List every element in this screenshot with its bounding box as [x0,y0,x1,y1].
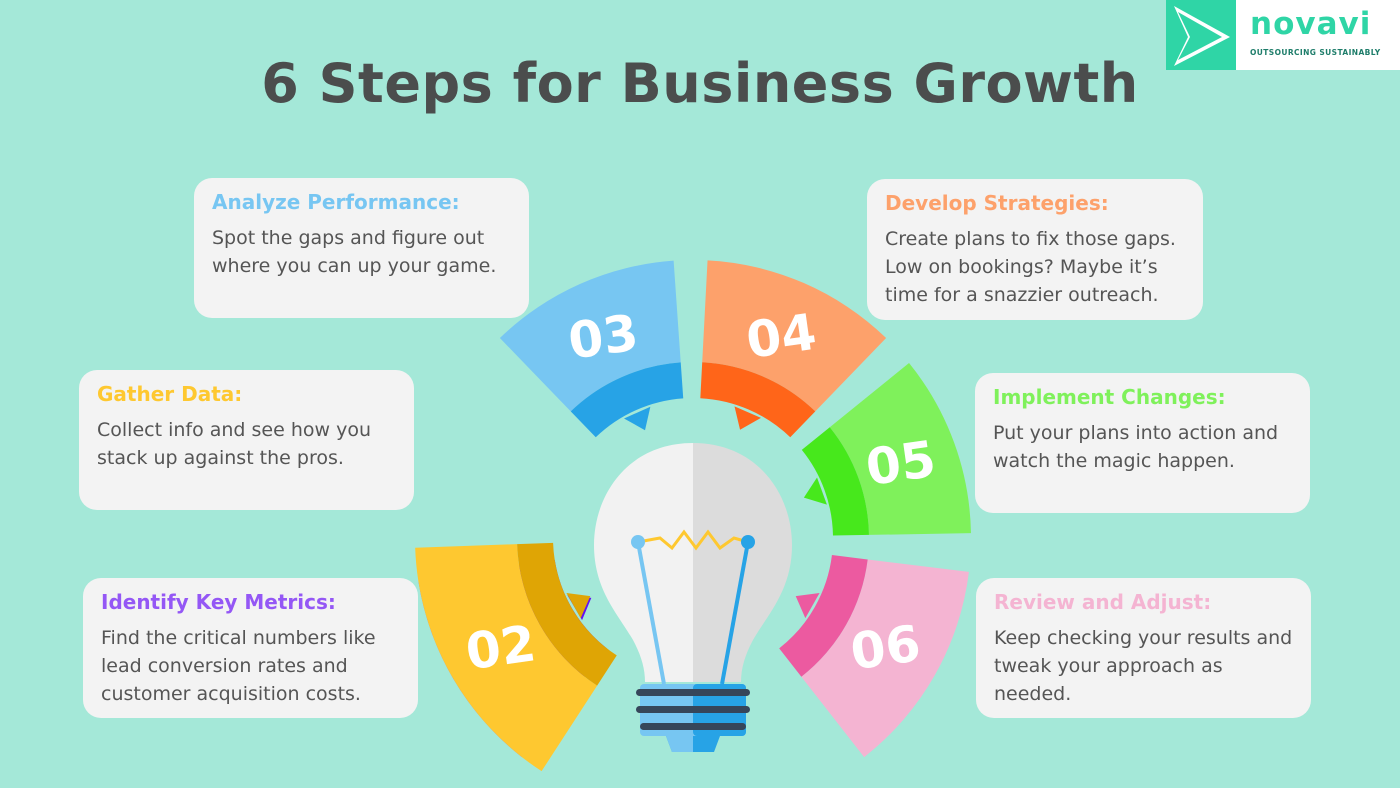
arrow-logo-icon [1166,0,1236,70]
step-card-05: Implement Changes: Put your plans into a… [975,373,1310,513]
step-pointer-03 [624,406,651,431]
step-heading-02: Gather Data: [97,382,243,406]
step-heading-06: Review and Adjust: [994,590,1212,614]
step-heading-05: Implement Changes: [993,385,1226,409]
step-number-05: 05 [862,430,939,497]
step-text-03: Spot the gaps and figure out where you c… [212,227,497,277]
step-card-06: Review and Adjust: Keep checking your re… [976,578,1311,718]
step-segment-06 [801,559,969,758]
step-pointer-02 [566,593,591,619]
step-segment-inner-03 [570,362,684,438]
step-number-04: 04 [743,303,820,370]
step-text-05: Put your plans into action and watch the… [993,422,1279,472]
step-text-02: Collect info and see how you stack up ag… [97,419,372,469]
step-segment-04 [702,260,887,412]
step-number-06: 06 [847,614,924,681]
step-pointer-04 [734,406,761,430]
step-card-04: Develop Strategies: Create plans to fix … [867,179,1203,320]
step-segment-inner-06 [779,555,868,677]
step-text-06: Keep checking your results and tweak you… [994,627,1293,705]
step-segment-03 [499,260,681,412]
step-text-04: Create plans to fix those gaps. Low on b… [885,228,1176,306]
step-text-01: Find the critical numbers like lead conv… [101,627,376,705]
step-segment-02 [415,544,598,772]
step-heading-01: Identify Key Metrics: [101,590,336,614]
page-title: 6 Steps for Business Growth [261,52,1139,115]
step-segment-inner-05 [801,427,869,536]
step-pointer-06 [795,593,820,619]
step-card-03: Analyze Performance: Spot the gaps and f… [194,178,529,318]
lightbulb-icon [594,443,792,752]
novavi-logo: novavi OUTSOURCING SUSTAINABLY [1166,0,1400,70]
step-card-02: Gather Data: Collect info and see how yo… [79,370,414,510]
step-card-01: Identify Key Metrics: Find the critical … [83,578,418,718]
step-number-03: 03 [565,304,642,371]
step-heading-03: Analyze Performance: [212,190,460,214]
step-pointer-05 [803,477,827,505]
step-heading-04: Develop Strategies: [885,191,1109,215]
step-segment-inner-02 [517,542,617,686]
step-segment-05 [829,363,971,535]
logo-wordmark: novavi [1250,6,1372,42]
step-number-02: 02 [462,614,539,681]
logo-tagline: OUTSOURCING SUSTAINABLY [1250,48,1381,57]
step-segments: 010203040506 [415,260,971,772]
step-segment-inner-04 [700,362,816,438]
